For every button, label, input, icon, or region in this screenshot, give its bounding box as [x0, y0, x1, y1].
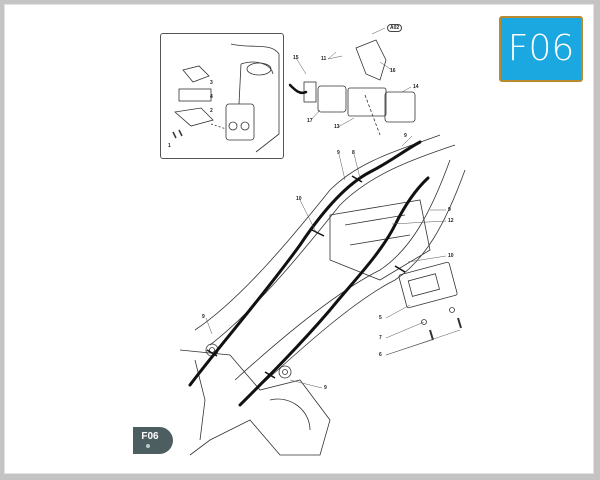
callout-10b: 10 [448, 253, 454, 259]
callout-16: 16 [390, 68, 396, 74]
callout-15: 15 [293, 55, 299, 61]
callout-9a: 9 [404, 133, 407, 139]
callout-6: 6 [379, 352, 382, 358]
callout-5: 5 [379, 315, 382, 321]
callout-17: 17 [307, 118, 313, 124]
callout-9b: 9 [337, 150, 340, 156]
reference-label-a02: A02 [387, 24, 403, 32]
callout-1: 1 [168, 143, 171, 149]
callout-12: 12 [448, 218, 454, 224]
callout-10a: 10 [296, 196, 302, 202]
callout-9e: 9 [324, 385, 327, 391]
diagram-frame [4, 4, 594, 474]
callout-13: 13 [334, 124, 340, 130]
section-tag[interactable]: F06 [133, 427, 173, 454]
section-code-badge: F06 [499, 16, 583, 82]
inset-parts-drawing [172, 43, 280, 153]
callout-14: 14 [413, 84, 419, 90]
callout-4: 4 [210, 94, 213, 100]
callout-11: 11 [321, 56, 327, 62]
detail-inset [160, 33, 284, 159]
callout-9d: 9 [202, 314, 205, 320]
callout-7: 7 [379, 335, 382, 341]
callout-9c: 9 [448, 207, 451, 213]
callout-3: 3 [210, 80, 213, 86]
callout-2: 2 [210, 108, 213, 114]
section-tag-label: F06 [141, 431, 159, 442]
callout-8: 8 [352, 150, 355, 156]
tag-dot-icon [146, 444, 150, 448]
